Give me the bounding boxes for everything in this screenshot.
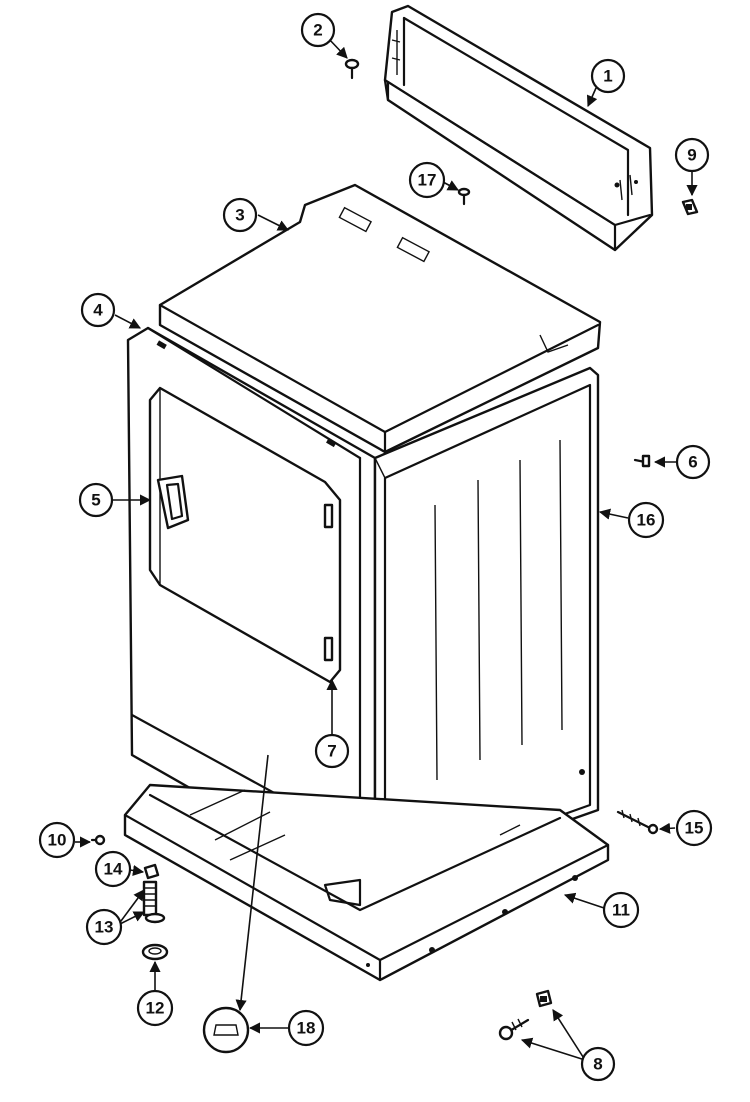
callout-7: 7 <box>314 733 350 769</box>
callout-11: 11 <box>602 891 640 929</box>
screw-15-part <box>616 809 659 835</box>
callout-9: 9 <box>674 137 710 173</box>
nut-14-part <box>143 863 160 880</box>
callout-2: 2 <box>300 12 336 48</box>
screw-6-part <box>633 454 651 468</box>
callout-3-label: 3 <box>235 206 244 225</box>
base-frame-part <box>123 783 610 982</box>
callout-13: 13 <box>85 908 123 946</box>
callout-8: 8 <box>580 1046 616 1082</box>
callout-6-label: 6 <box>688 453 697 472</box>
callout-10-label: 10 <box>48 831 67 850</box>
door-part <box>148 386 342 684</box>
callout-7-label: 7 <box>327 742 336 761</box>
callout-18: 18 <box>287 1009 325 1047</box>
callout-8-label: 8 <box>593 1055 602 1074</box>
callout-13-label: 13 <box>95 918 114 937</box>
washer-12-part <box>141 943 169 961</box>
callout-9-label: 9 <box>687 146 696 165</box>
leader-lines <box>75 37 698 1061</box>
callout-11-label: 11 <box>612 901 630 920</box>
callout-1: 1 <box>590 58 626 94</box>
callout-12: 12 <box>136 989 174 1027</box>
callout-12-label: 12 <box>146 999 165 1018</box>
cabinet-top-part <box>158 183 602 454</box>
callout-5: 5 <box>78 482 114 518</box>
callout-5-label: 5 <box>91 491 100 510</box>
clip-9-part <box>681 198 699 216</box>
callout-4-label: 4 <box>93 301 103 320</box>
callout-15: 15 <box>675 809 713 847</box>
callout-14: 14 <box>94 850 132 888</box>
side-panel-part <box>373 366 600 887</box>
callout-10: 10 <box>38 821 76 859</box>
screw-8b-part <box>498 1018 530 1041</box>
callout-17-label: 17 <box>418 171 437 190</box>
screw-17-part <box>457 187 471 206</box>
screw-10-part <box>90 834 106 846</box>
callout-17: 17 <box>408 161 446 199</box>
callout-15-label: 15 <box>685 819 704 838</box>
control-console-part <box>383 4 654 252</box>
callout-18-label: 18 <box>297 1019 316 1038</box>
callout-16-label: 16 <box>637 511 656 530</box>
callout-2-label: 2 <box>313 21 322 40</box>
screw-2-part <box>344 58 360 80</box>
callout-16: 16 <box>627 501 665 539</box>
callout-1-label: 1 <box>603 67 612 86</box>
screw-8a-part <box>535 989 553 1008</box>
callout-6: 6 <box>675 444 711 480</box>
plug-18-part <box>202 1006 250 1054</box>
callout-4: 4 <box>80 292 116 328</box>
leg-13-part <box>142 880 166 924</box>
callout-3: 3 <box>222 197 258 233</box>
callout-14-label: 14 <box>104 860 123 879</box>
